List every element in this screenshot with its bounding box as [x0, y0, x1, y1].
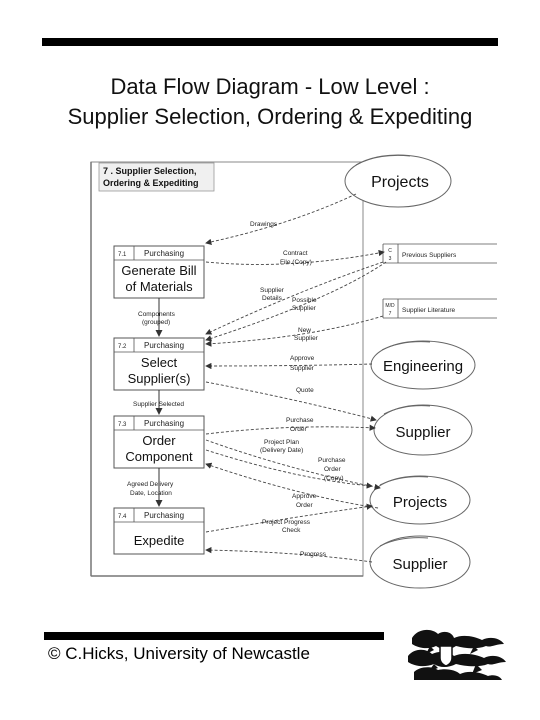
flow-progress-check [205, 503, 373, 533]
university-crest-logo [408, 629, 506, 680]
flow-label-progress-check-1: Project Progress [262, 519, 311, 526]
flow-label-contract-file-1: Contract [283, 250, 308, 257]
store-id-line1: C [388, 248, 392, 254]
process-role: Purchasing [144, 249, 184, 258]
flow-label-possible-supplier-1: Possible [292, 297, 317, 304]
store-label: Supplier Literature [402, 307, 455, 314]
flow-drawings [205, 193, 357, 245]
flow-label-possible-supplier-2: Supplier [292, 305, 317, 312]
flow-possible-supplier [205, 261, 387, 342]
store-id-line1: M/D [385, 303, 395, 309]
external-label: Supplier [395, 424, 450, 441]
flow-label-progress-check-2: Check [282, 527, 301, 534]
process-role: Purchasing [144, 511, 184, 520]
external-label: Supplier [392, 556, 447, 573]
flow-label-project-plan-1: Project Plan [264, 439, 299, 446]
process-name-line2: of Materials [125, 279, 193, 294]
flow-label-agreed-delivery-1: Agreed Delivery [127, 481, 174, 488]
process-id: 7.3 [118, 422, 127, 428]
flow-label-progress: Progress [300, 551, 327, 558]
flow-label-contract-file-2: File (Copy) [280, 259, 312, 266]
flow-project-plan [205, 439, 381, 491]
top-rule [42, 38, 498, 46]
flow-label-purchase-order-2: Order [290, 426, 307, 433]
process-name-line1: Expedite [134, 533, 185, 548]
flow-progress [205, 546, 373, 563]
flow-label-po-copy-1: Purchase [318, 457, 346, 464]
process-id: 7.1 [118, 252, 127, 258]
flow-quote [205, 381, 377, 422]
flow-label-supplier-details-1: Supplier [260, 287, 285, 294]
process-7-1: 7.1 Purchasing Generate Bill of Material… [113, 245, 205, 299]
flow-approve-supplier [205, 362, 373, 370]
external-supplier-bottom: Supplier [369, 535, 471, 589]
process-name-line1: Select [141, 355, 178, 370]
process-name-line1: Order [142, 433, 176, 448]
group-title-line1: 7 . Supplier Selection, [103, 166, 197, 176]
process-name-line2: Supplier(s) [128, 371, 191, 386]
flow-label-components-2: (grouped) [142, 319, 170, 326]
page-subtitle: Supplier Selection, Ordering & Expeditin… [67, 104, 473, 129]
flow-po-copy [205, 449, 373, 489]
process-group: 7 . Supplier Selection, Ordering & Exped… [90, 161, 364, 577]
store-label: Previous Suppliers [402, 252, 457, 259]
process-name-line1: Generate Bill [121, 263, 196, 278]
external-supplier-top: Supplier [373, 404, 473, 456]
process-7-4: 7.4 Purchasing Expedite [113, 507, 205, 555]
group-title-line2: Ordering & Expediting [103, 178, 199, 188]
process-role: Purchasing [144, 341, 184, 350]
data-store-c3: C 3 Previous Suppliers [382, 243, 497, 264]
process-id: 7.4 [118, 514, 127, 520]
flow-label-quote: Quote [296, 387, 314, 394]
flow-supplier-details [205, 261, 384, 335]
store-id-line2: 3 [389, 256, 392, 262]
external-projects-top: Projects [344, 154, 452, 208]
flow-label-po-copy-3: (Copy) [324, 475, 344, 482]
flow-contract-file [205, 249, 385, 265]
flow-label-new-supplier-1: New [298, 327, 311, 334]
page-title: Data Flow Diagram - Low Level : [110, 74, 430, 99]
flow-new-supplier [205, 315, 384, 347]
process-role: Purchasing [144, 419, 184, 428]
flow-label-components-1: Components [138, 311, 176, 318]
flow-label-approve-order-1: Approve [292, 493, 317, 500]
flow-label-approve-supplier-2: Supplier [290, 365, 315, 372]
process-7-2: 7.2 Purchasing Select Supplier(s) [113, 337, 205, 391]
flow-label-po-copy-2: Order [324, 466, 341, 473]
flow-label-purchase-order-1: Purchase [286, 417, 314, 424]
copyright-text: © C.Hicks, University of Newcastle [48, 644, 310, 663]
flow-label-approve-order-2: Order [296, 502, 313, 509]
flow-label-project-plan-2: (Delivery Date) [260, 447, 303, 454]
process-name-line2: Component [125, 449, 193, 464]
store-id-line2: 7 [389, 311, 392, 317]
flow-label-drawings: Drawings [250, 221, 278, 228]
flow-purchase-order [205, 424, 376, 435]
flow-label-supplier-details-2: Details [262, 295, 283, 302]
flow-label-supplier-selected: Supplier Selected [133, 401, 184, 408]
flow-label-approve-supplier-1: Approve [290, 355, 315, 362]
footer-rule [44, 632, 384, 640]
external-label: Engineering [383, 358, 463, 375]
external-label: Projects [371, 174, 429, 191]
process-id: 7.2 [118, 344, 127, 350]
external-label: Projects [393, 494, 447, 511]
external-projects-bottom: Projects [369, 475, 471, 525]
external-engineering: Engineering [370, 340, 476, 390]
process-7-3: 7.3 Purchasing Order Component [113, 415, 205, 469]
data-store-md7: M/D 7 Supplier Literature [382, 298, 497, 319]
flow-label-agreed-delivery-2: Date, Location [130, 490, 172, 497]
flow-label-new-supplier-2: Supplier [294, 335, 319, 342]
